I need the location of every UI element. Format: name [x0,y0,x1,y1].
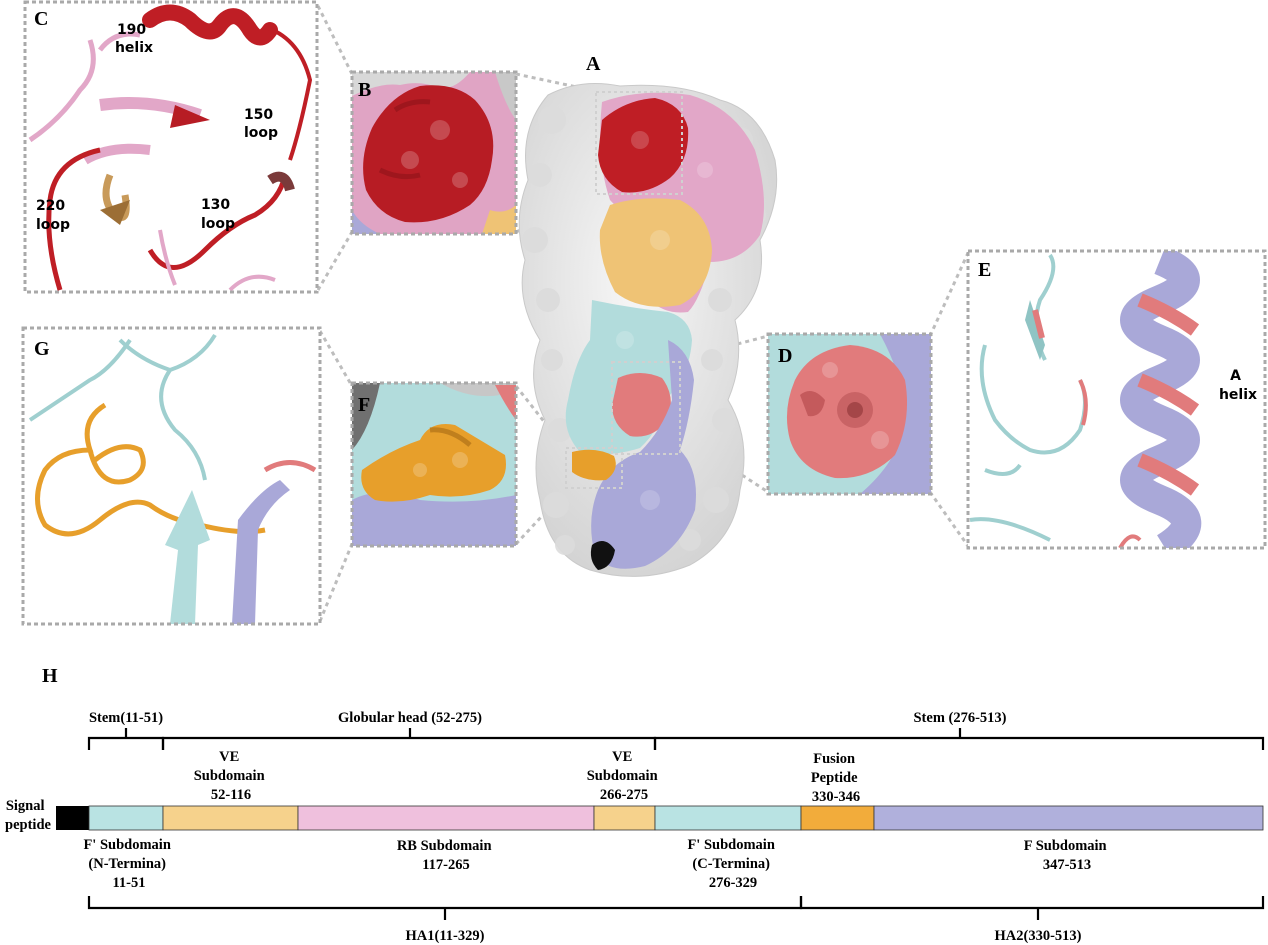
panel-g-ribbon [23,328,320,624]
panel-label-f: F [358,394,370,416]
segment-f-prime-n [89,806,163,830]
label-stem-c: Stem (276-513) [913,710,1006,726]
panel-label-d: D [778,345,792,367]
segment-f [874,806,1263,830]
segment-fusion [801,806,874,830]
label-stem-n: Stem(11-51) [89,710,163,726]
segment-ve-2 [594,806,655,830]
segment-signal [56,806,89,830]
label-ha2: HA2(330-513) [995,928,1082,944]
panel-c-ribbon [25,2,317,292]
segment-f-prime-c [655,806,801,830]
protein-surface-trimer [519,83,777,576]
segment-rb [298,806,594,830]
panel-b-surface [352,72,516,234]
panel-label-e: E [978,259,991,281]
label-ha1: HA1(11-329) [406,928,485,944]
label-ve-subdomain-1: VE Subdomain 52-116 [194,749,269,803]
label-f-subdomain: F Subdomain 347-513 [1024,838,1111,873]
panel-f-surface [352,383,516,546]
panel-label-g: G [34,338,50,360]
top-braces [89,728,1263,750]
panel-label-h: H [42,665,58,687]
label-f-prime-n: F' Subdomain (N-Termina) 11-51 [83,837,174,891]
panel-label-c: C [34,8,48,30]
label-fusion-peptide: Fusion Peptide 330-346 [811,751,861,805]
label-rb-subdomain: RB Subdomain 117-265 [397,838,495,873]
bottom-braces [89,896,1263,920]
label-ve-subdomain-2: VE Subdomain 266-275 [587,749,662,803]
segment-ve-1 [163,806,298,830]
label-globular-head: Globular head (52-275) [338,710,482,726]
label-f-prime-c: F' Subdomain (C-Termina) 276-329 [687,837,778,891]
panel-label-a: A [586,53,601,75]
panel-label-b: B [358,79,371,101]
domain-bar [56,806,1263,830]
label-signal-peptide: Signal peptide [5,798,51,833]
